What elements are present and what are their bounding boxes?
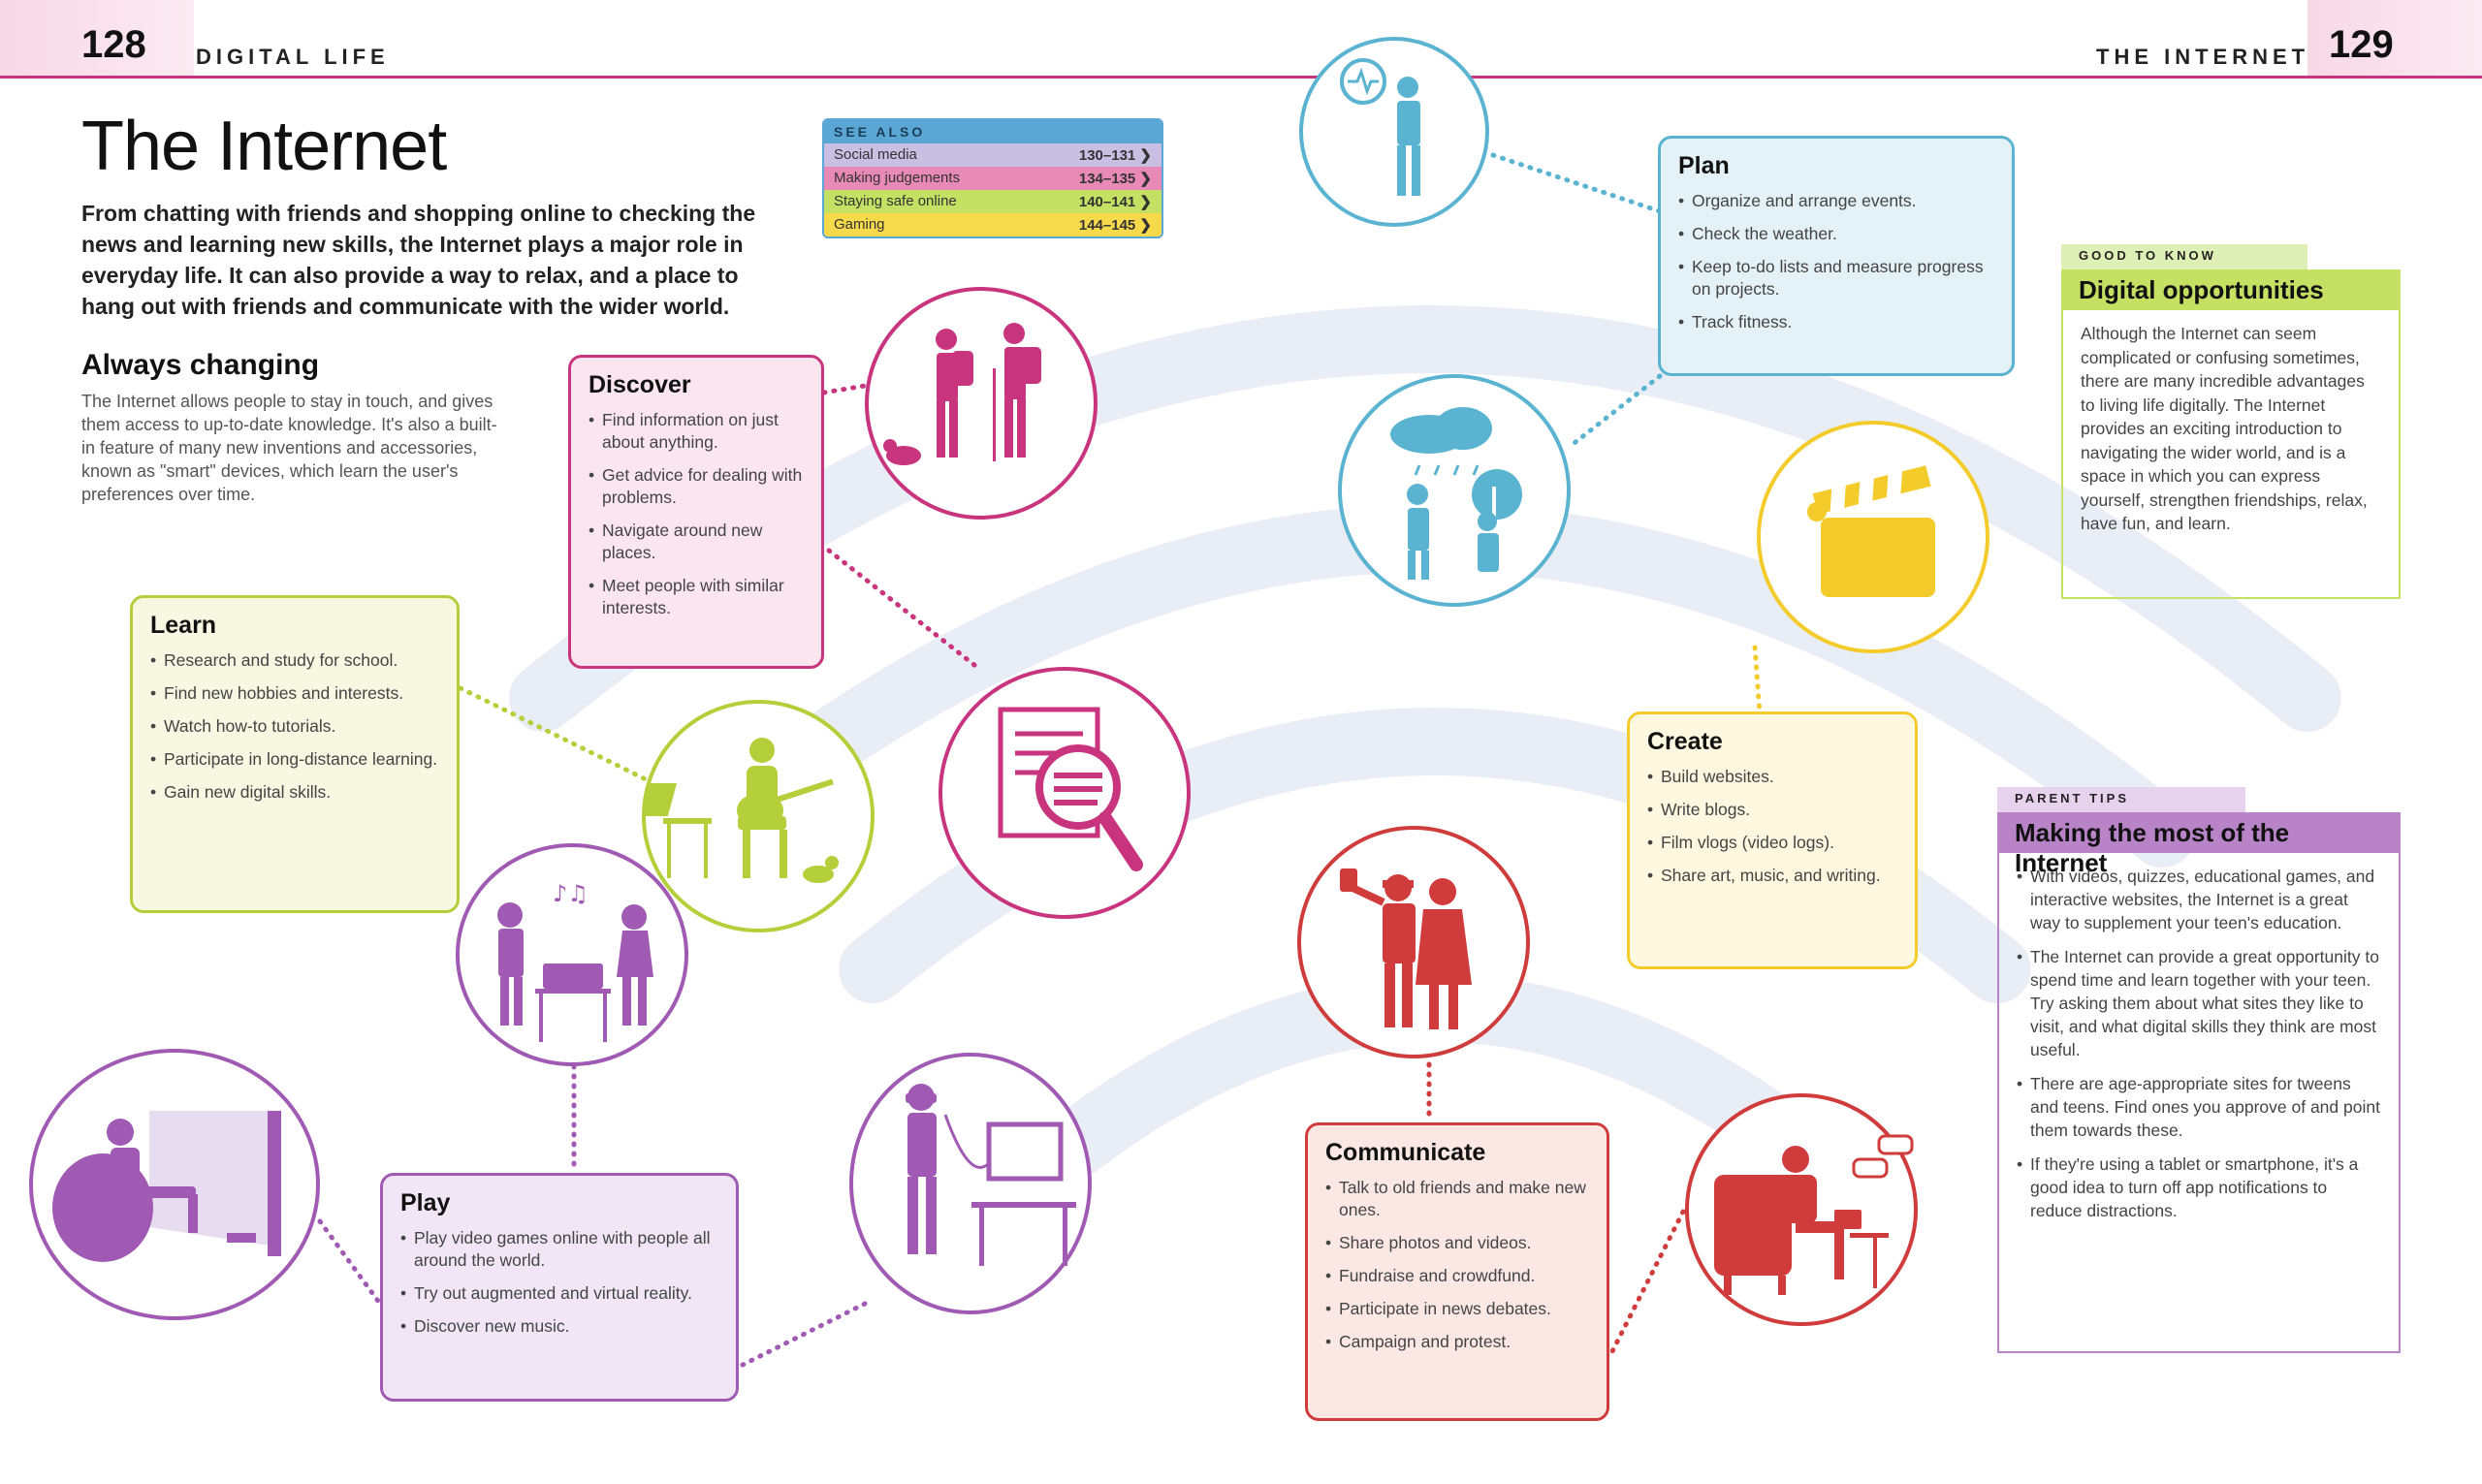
list-item: Check the weather.	[1678, 223, 1994, 245]
see-also-box: SEE ALSO Social media 130–131 ❯ Making j…	[822, 118, 1163, 238]
clapperboard-icon	[1757, 421, 1989, 653]
see-also-link[interactable]: Making judgements 134–135 ❯	[824, 167, 1161, 190]
create-title: Create	[1647, 728, 1723, 755]
list-item: Film vlogs (video logs).	[1647, 832, 1897, 854]
communicate-title: Communicate	[1325, 1139, 1486, 1166]
right-running-head: THE INTERNET	[2096, 45, 2310, 69]
parent-tips-tag: PARENT TIPS	[1997, 787, 2245, 812]
learn-title: Learn	[150, 612, 217, 639]
subheading: Always changing	[81, 349, 320, 381]
see-also-heading: SEE ALSO	[824, 120, 1161, 143]
right-page-tab	[2307, 0, 2482, 76]
list-item: Try out augmented and virtual reality.	[400, 1282, 718, 1305]
guitar-laptop-illustration	[638, 700, 875, 932]
play-title: Play	[400, 1189, 451, 1216]
list-item: Participate in long-distance learning.	[150, 748, 439, 771]
list-item: Meet people with similar interests.	[589, 575, 804, 619]
plan-title: Plan	[1678, 152, 1730, 179]
list-item: Talk to old friends and make new ones.	[1325, 1177, 1589, 1221]
weather-umbrella-illustration	[1338, 374, 1571, 607]
intro-body: The Internet allows people to stay in to…	[81, 392, 497, 504]
vr-headset-illustration	[849, 1053, 1092, 1314]
see-also-pages: 140–141 ❯	[1078, 194, 1152, 210]
list-item: Research and study for school.	[150, 649, 439, 672]
list-item: Write blogs.	[1647, 799, 1897, 821]
play-box: Play Play video games online with people…	[380, 1173, 739, 1402]
right-page-number: 129	[2329, 23, 2394, 66]
see-also-link[interactable]: Staying safe online 140–141 ❯	[824, 190, 1161, 213]
list-item: Find information on just about anything.	[589, 409, 804, 454]
list-item: Navigate around new places.	[589, 520, 804, 564]
list-item: The Internet can provide a great opportu…	[2017, 945, 2381, 1061]
page-title: The Internet	[81, 108, 447, 185]
discover-title: Discover	[589, 371, 691, 398]
good-to-know-tag: GOOD TO KNOW	[2061, 244, 2307, 269]
list-item: Participate in news debates.	[1325, 1298, 1589, 1320]
see-also-label: Social media	[834, 146, 917, 163]
selfie-friends-illustration	[1297, 826, 1530, 1058]
parent-tips-title: Making the most of the Internet	[1997, 812, 2401, 877]
see-also-label: Making judgements	[834, 170, 961, 186]
see-also-link[interactable]: Gaming 144–145 ❯	[824, 213, 1161, 237]
gaming-beanbag-illustration	[29, 1049, 320, 1320]
list-item: Share art, music, and writing.	[1647, 865, 1897, 887]
left-running-head: DIGITAL LIFE	[196, 45, 390, 69]
create-box: Create Build websites. Write blogs. Film…	[1627, 711, 1918, 969]
see-also-link[interactable]: Social media 130–131 ❯	[824, 143, 1161, 167]
left-page-number: 128	[81, 23, 146, 66]
list-item: Play video games online with people all …	[400, 1227, 718, 1272]
intro-lead: From chatting with friends and shopping …	[81, 201, 756, 319]
list-item: Share photos and videos.	[1325, 1232, 1589, 1254]
chatting-armchair-illustration	[1685, 1093, 1918, 1326]
see-also-label: Staying safe online	[834, 193, 957, 209]
learn-box: Learn Research and study for school. Fin…	[130, 595, 460, 913]
list-item: Watch how-to tutorials.	[150, 715, 439, 738]
parent-tips-body: With videos, quizzes, educational games,…	[1997, 853, 2401, 1353]
list-item: Campaign and protest.	[1325, 1331, 1589, 1353]
list-item: Fundraise and crowdfund.	[1325, 1265, 1589, 1287]
see-also-label: Gaming	[834, 216, 885, 233]
see-also-pages: 130–131 ❯	[1078, 147, 1152, 164]
list-item: Keep to-do lists and measure progress on…	[1678, 256, 1994, 300]
list-item: Build websites.	[1647, 766, 1897, 788]
list-item: Gain new digital skills.	[150, 781, 439, 804]
list-item: Organize and arrange events.	[1678, 190, 1994, 212]
list-item: If they're using a tablet or smartphone,…	[2017, 1152, 2381, 1222]
magnifier-document-illustration	[939, 667, 1191, 919]
fitness-tracker-illustration	[1299, 37, 1489, 227]
discover-box: Discover Find information on just about …	[568, 355, 824, 669]
good-to-know-body: Although the Internet can seem complicat…	[2061, 310, 2401, 599]
svg-text:♪♫: ♪♫	[553, 880, 589, 907]
header-rule	[0, 76, 2482, 79]
see-also-pages: 144–145 ❯	[1078, 217, 1152, 234]
communicate-box: Communicate Talk to old friends and make…	[1305, 1122, 1609, 1421]
good-to-know-title: Digital opportunities	[2061, 269, 2401, 310]
dancing-music-illustration: ♪♫	[456, 843, 688, 1066]
left-page-tab	[0, 0, 194, 76]
plan-box: Plan Organize and arrange events. Check …	[1658, 136, 2015, 376]
list-item: Get advice for dealing with problems.	[589, 464, 804, 509]
see-also-pages: 134–135 ❯	[1078, 171, 1152, 187]
list-item: Discover new music.	[400, 1315, 718, 1338]
hikers-illustration	[865, 287, 1098, 520]
list-item: With videos, quizzes, educational games,…	[2017, 865, 2381, 934]
list-item: There are age-appropriate sites for twee…	[2017, 1072, 2381, 1142]
list-item: Find new hobbies and interests.	[150, 682, 439, 705]
list-item: Track fitness.	[1678, 311, 1994, 333]
